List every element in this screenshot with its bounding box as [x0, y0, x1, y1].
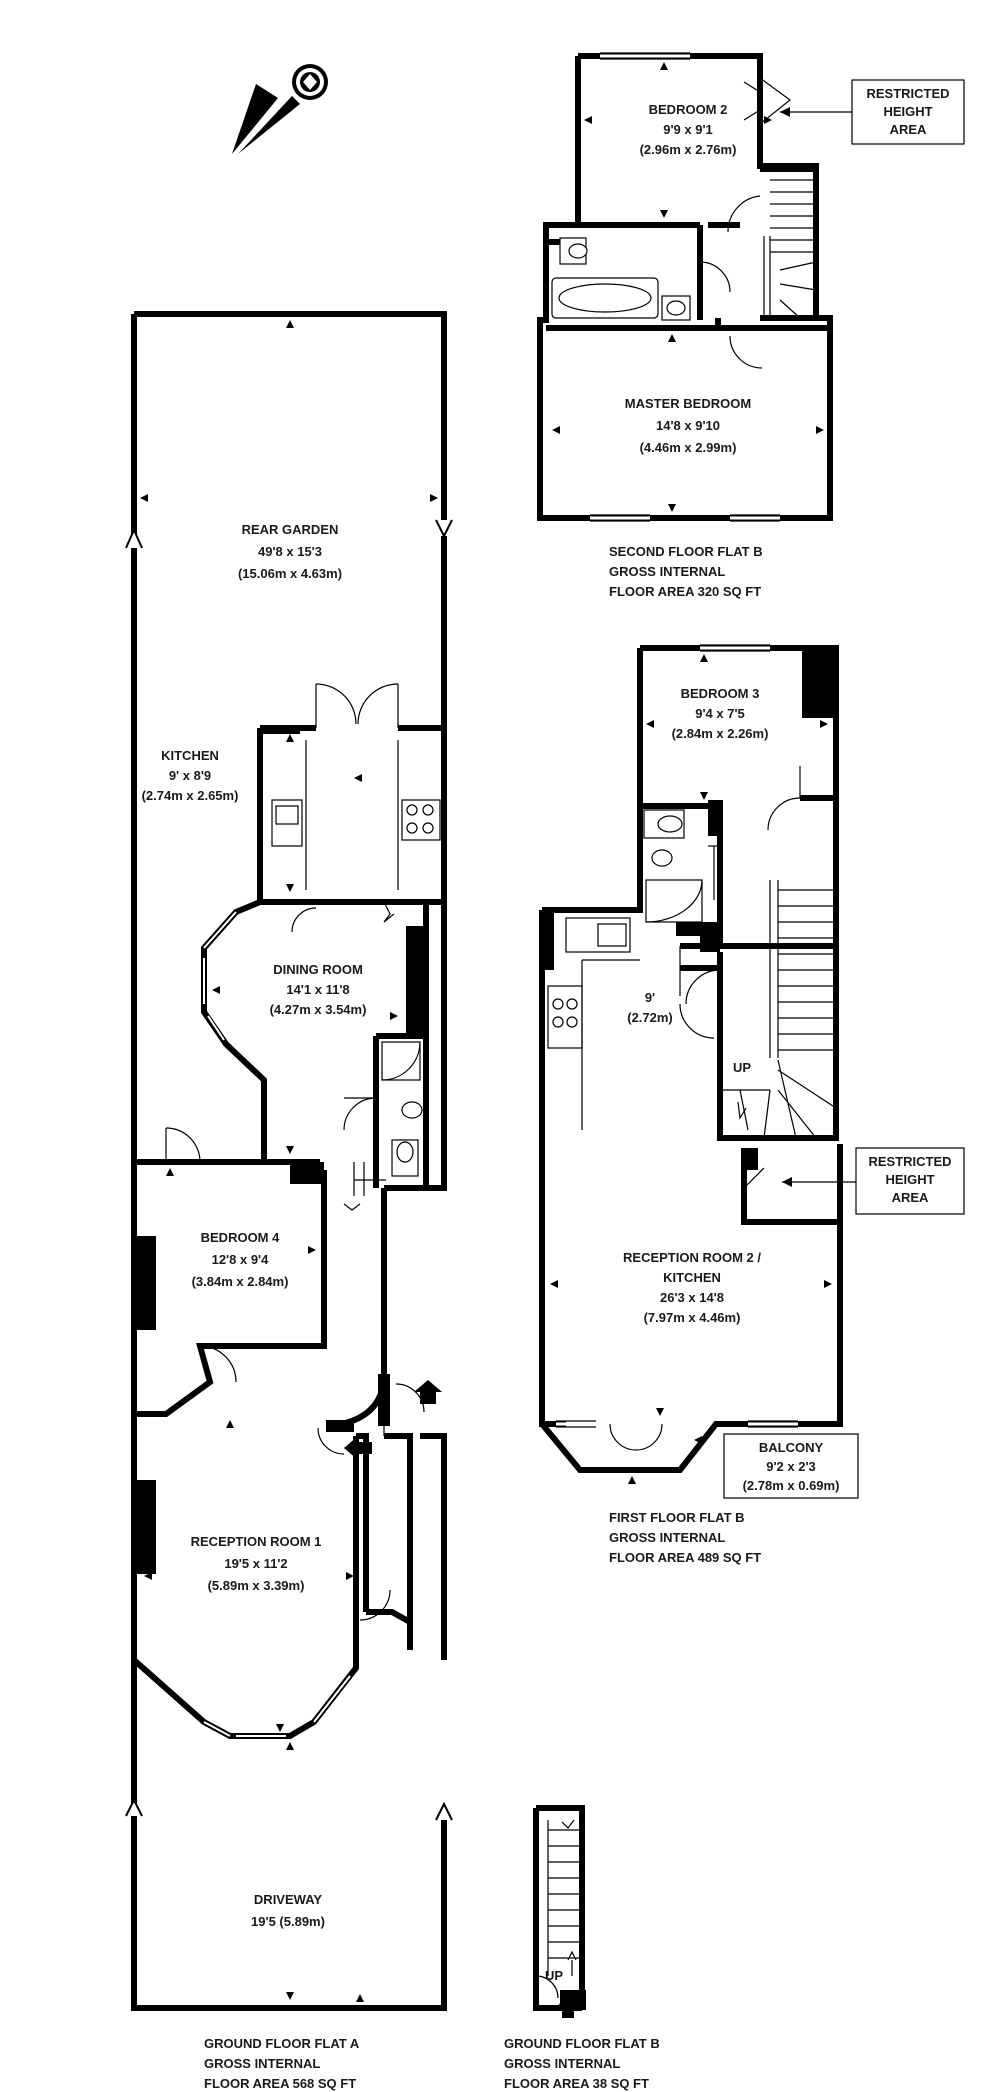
kitchen-metric: (2.74m x 2.65m) [142, 788, 239, 803]
north-compass-icon [232, 64, 328, 154]
staircase [763, 179, 817, 319]
bedroom3-metric: (2.84m x 2.26m) [672, 726, 769, 741]
master-bedroom-metric: (4.46m x 2.99m) [640, 440, 737, 455]
bedroom2-imperial: 9'9 x 9'1 [663, 122, 713, 137]
hob-icon [401, 799, 441, 841]
ground-b-caption-line1: GROUND FLOOR FLAT B [504, 2036, 660, 2051]
driveway-name: DRIVEWAY [254, 1892, 322, 1907]
ground-a-caption-line1: GROUND FLOOR FLAT A [204, 2036, 360, 2051]
ground-b-caption-line2: GROSS INTERNAL [504, 2056, 620, 2071]
reception1-metric: (5.89m x 3.39m) [208, 1578, 305, 1593]
second-floor-flat-b [537, 52, 852, 522]
svg-text:AREA: AREA [892, 1190, 929, 1205]
staircase [720, 880, 837, 1139]
dining-room-name: DINING ROOM [273, 962, 363, 977]
rear-garden-imperial: 49'8 x 15'3 [258, 544, 322, 559]
second-floor-caption-line1: SECOND FLOOR FLAT B [609, 544, 763, 559]
bedroom4-imperial: 12'8 x 9'4 [212, 1252, 270, 1267]
basin-icon [651, 849, 673, 867]
svg-text:AREA: AREA [890, 122, 927, 137]
restricted-height-box-2: RESTRICTED HEIGHT AREA [855, 1147, 965, 1215]
restricted-height-box-1: RESTRICTED HEIGHT AREA [851, 79, 965, 145]
balcony-imperial: 9'2 x 2'3 [766, 1459, 816, 1474]
bedroom4-metric: (3.84m x 2.84m) [192, 1274, 289, 1289]
svg-text:HEIGHT: HEIGHT [883, 104, 932, 119]
balcony-name: BALCONY [759, 1440, 824, 1455]
passage-metric: (2.72m) [627, 1010, 673, 1025]
dining-room-metric: (4.27m x 3.54m) [270, 1002, 367, 1017]
ground-floor-flat-b [533, 1805, 586, 2018]
ground-b-stairs-up: UP [545, 1968, 563, 1983]
reception1-imperial: 19'5 x 11'2 [224, 1556, 287, 1571]
shower-icon [381, 1041, 421, 1081]
second-floor-caption-line2: GROSS INTERNAL [609, 564, 725, 579]
kitchen-name: KITCHEN [161, 748, 219, 763]
ground-a-caption-line2: GROSS INTERNAL [204, 2056, 320, 2071]
driveway-imperial: 19'5 (5.89m) [251, 1914, 325, 1929]
balcony-metric: (2.78m x 0.69m) [743, 1478, 840, 1493]
bedroom2-name: BEDROOM 2 [649, 102, 728, 117]
hob-icon [547, 985, 583, 1049]
dining-room-imperial: 14'1 x 11'8 [286, 982, 349, 997]
second-floor-caption-line3: FLOOR AREA 320 SQ FT [609, 584, 761, 599]
rear-garden-name: REAR GARDEN [242, 522, 339, 537]
reception1-name: RECEPTION ROOM 1 [191, 1534, 322, 1549]
ground-b-caption-line3: FLOOR AREA 38 SQ FT [504, 2076, 649, 2091]
basin-icon [401, 1101, 423, 1119]
bedroom3-imperial: 9'4 x 7'5 [695, 706, 745, 721]
master-bedroom-imperial: 14'8 x 9'10 [656, 418, 720, 433]
reception2-name-line1: RECEPTION ROOM 2 / [623, 1250, 761, 1265]
first-floor-flat-b [539, 644, 856, 1484]
ground-a-caption-line3: FLOOR AREA 568 SQ FT [204, 2076, 356, 2091]
svg-text:RESTRICTED: RESTRICTED [866, 86, 949, 101]
shower-icon [645, 879, 703, 923]
svg-text:HEIGHT: HEIGHT [885, 1172, 934, 1187]
bedroom4-name: BEDROOM 4 [201, 1230, 281, 1245]
reception2-name-line2: KITCHEN [663, 1270, 721, 1285]
reception2-metric: (7.97m x 4.46m) [644, 1310, 741, 1325]
rear-garden-metric: (15.06m x 4.63m) [238, 566, 342, 581]
svg-text:RESTRICTED: RESTRICTED [868, 1154, 951, 1169]
bedroom3-name: BEDROOM 3 [681, 686, 760, 701]
first-floor-stairs-up: UP [733, 1060, 751, 1075]
balcony-label-box: BALCONY 9'2 x 2'3 (2.78m x 0.69m) [723, 1433, 859, 1499]
bedroom2-metric: (2.96m x 2.76m) [640, 142, 737, 157]
master-bedroom-name: MASTER BEDROOM [625, 396, 751, 411]
staircase [547, 1819, 582, 1976]
first-floor-caption-line3: FLOOR AREA 489 SQ FT [609, 1550, 761, 1565]
reception2-imperial: 26'3 x 14'8 [660, 1290, 724, 1305]
first-floor-caption-line2: GROSS INTERNAL [609, 1530, 725, 1545]
ground-floor-flat-a [125, 311, 453, 2011]
passage-imperial: 9' [645, 990, 655, 1005]
kitchen-imperial: 9' x 8'9 [169, 768, 211, 783]
first-floor-caption-line1: FIRST FLOOR FLAT B [609, 1510, 745, 1525]
